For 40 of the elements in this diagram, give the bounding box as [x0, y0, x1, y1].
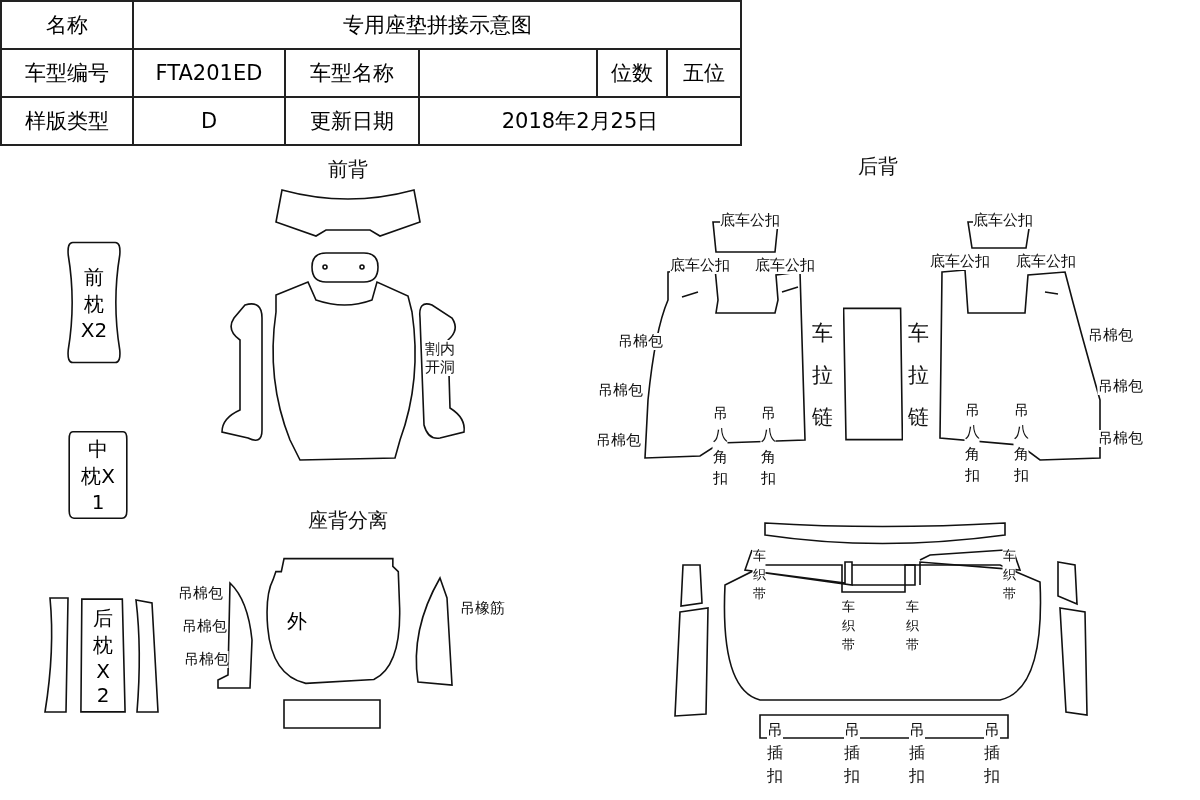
table-cell: 专用座垫拼接示意图	[133, 1, 741, 49]
pattern-piece	[68, 430, 128, 520]
pattern-piece	[843, 307, 903, 441]
piece-label: 中枕X1	[80, 436, 116, 514]
table-cell: D	[133, 97, 285, 145]
note-text: 吊棉包	[617, 333, 663, 351]
piece-label: 外	[286, 607, 308, 635]
note-text: 底车公扣	[1016, 253, 1076, 271]
section-title: 后背	[858, 155, 898, 178]
table-cell: 五位	[667, 49, 741, 97]
table-cell: 车型名称	[285, 49, 419, 97]
pattern-piece	[265, 556, 401, 686]
table-cell: 车型编号	[1, 49, 133, 97]
pattern-piece	[80, 598, 126, 713]
note-text: 吊棉包	[597, 382, 643, 400]
note-text: 吊棉包	[183, 651, 229, 669]
pattern-piece	[66, 240, 122, 365]
note-text: 底车公扣	[670, 257, 730, 275]
note-text: 吊棉包	[181, 618, 227, 636]
note-text: 吊橡筋	[459, 600, 505, 618]
table-cell: 位数	[597, 49, 667, 97]
table-cell: 2018年2月25日	[419, 97, 741, 145]
table-cell: 更新日期	[285, 97, 419, 145]
note-text: 吊棉包	[1097, 430, 1143, 448]
table-cell: 名称	[1, 1, 133, 49]
note-text: 底车公扣	[720, 212, 780, 230]
piece-label: 后枕X2	[92, 604, 114, 707]
section-title: 前背	[328, 158, 368, 181]
note-text: 吊棉包	[1097, 378, 1143, 396]
note-text: 底车公扣	[973, 212, 1033, 230]
note-text: 底车公扣	[755, 257, 815, 275]
section-title: 座背分离	[308, 509, 388, 532]
note-text: 割内开洞	[425, 340, 455, 376]
note-text: 吊棉包	[177, 585, 223, 603]
piece-label: 前枕X2	[79, 263, 109, 342]
note-text: 底车公扣	[930, 253, 990, 271]
note-text: 吊棉包	[1087, 327, 1133, 345]
note-text: 吊棉包	[595, 432, 641, 450]
table-cell: FTA201ED	[133, 49, 285, 97]
table-cell: 样版类型	[1, 97, 133, 145]
